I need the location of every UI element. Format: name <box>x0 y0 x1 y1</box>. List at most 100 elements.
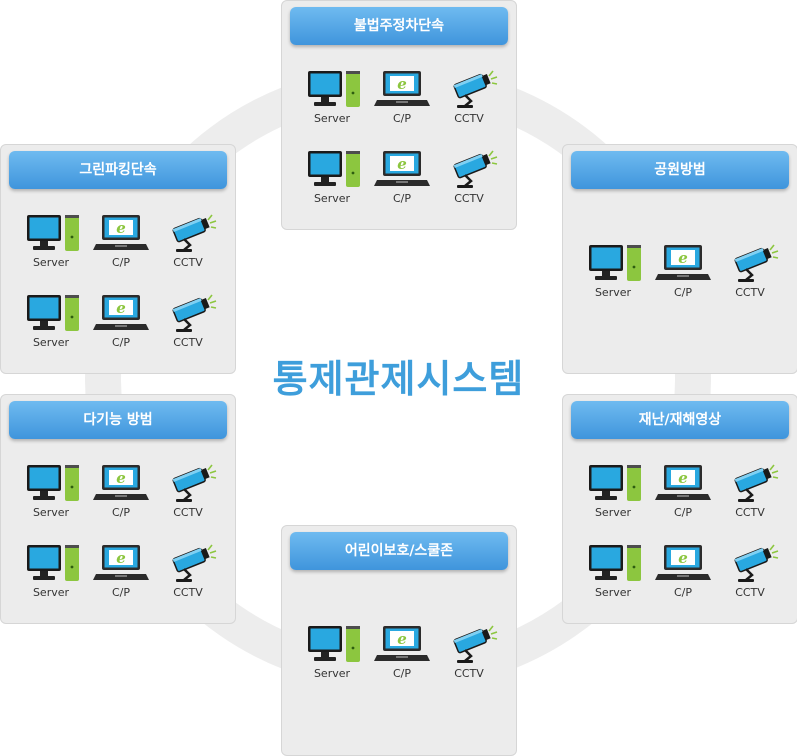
svg-text:e: e <box>116 299 126 317</box>
center-title: 통제관제시스템 <box>272 357 525 401</box>
cctv-camera-icon <box>154 213 222 253</box>
cctv-label: CCTV <box>454 192 484 205</box>
server-label: Server <box>32 336 70 349</box>
cp-label: C/P <box>392 667 412 680</box>
server-device: Server <box>17 293 85 349</box>
svg-text:e: e <box>116 549 126 567</box>
cctv-camera-icon <box>154 463 222 503</box>
server-device: Server <box>298 624 366 680</box>
server-device: Server <box>579 463 647 519</box>
cp-label: C/P <box>392 192 412 205</box>
laptop-icon: e <box>368 69 436 109</box>
cctv-device: CCTV <box>154 463 222 519</box>
cctv-device: CCTV <box>716 463 784 519</box>
svg-text:e: e <box>678 549 688 567</box>
server-device: Server <box>579 543 647 599</box>
svg-text:e: e <box>678 469 688 487</box>
cctv-camera-icon <box>154 293 222 333</box>
server-icon <box>298 69 366 109</box>
cctv-label: CCTV <box>173 506 203 519</box>
server-icon <box>579 543 647 583</box>
server-label: Server <box>32 506 70 519</box>
cctv-device: CCTV <box>154 293 222 349</box>
cctv-label: CCTV <box>173 256 203 269</box>
server-icon <box>579 463 647 503</box>
cp-label: C/P <box>673 586 693 599</box>
laptop-icon: e <box>368 624 436 664</box>
server-label: Server <box>594 506 632 519</box>
cctv-label: CCTV <box>454 667 484 680</box>
cctv-label: CCTV <box>454 112 484 125</box>
panel-title: 공원방범 <box>571 151 789 189</box>
cp-label: C/P <box>673 286 693 299</box>
cctv-label: CCTV <box>173 586 203 599</box>
svg-text:e: e <box>397 75 407 93</box>
server-icon <box>17 293 85 333</box>
svg-text:e: e <box>116 219 126 237</box>
server-icon <box>17 543 85 583</box>
server-device: Server <box>17 543 85 599</box>
cp-label: C/P <box>111 336 131 349</box>
server-icon <box>17 213 85 253</box>
cctv-camera-icon <box>435 69 503 109</box>
cctv-camera-icon <box>435 149 503 189</box>
server-device: Server <box>298 69 366 125</box>
cctv-camera-icon <box>716 463 784 503</box>
laptop-icon: e <box>368 149 436 189</box>
cctv-camera-icon <box>435 624 503 664</box>
cctv-label: CCTV <box>735 506 765 519</box>
server-label: Server <box>32 256 70 269</box>
svg-text:e: e <box>678 249 688 267</box>
server-icon <box>17 463 85 503</box>
panel-title: 다기능 방범 <box>9 401 227 439</box>
cp-label: C/P <box>111 506 131 519</box>
laptop-icon: e <box>649 463 717 503</box>
panel-title: 어린이보호/스쿨존 <box>290 532 508 570</box>
cctv-camera-icon <box>716 543 784 583</box>
cp-label: C/P <box>111 256 131 269</box>
cctv-device: CCTV <box>435 624 503 680</box>
panel-title: 그린파킹단속 <box>9 151 227 189</box>
server-label: Server <box>594 286 632 299</box>
laptop-icon: e <box>87 293 155 333</box>
server-label: Server <box>313 112 351 125</box>
cctv-device: CCTV <box>716 543 784 599</box>
laptop-icon: e <box>87 463 155 503</box>
svg-text:e: e <box>397 630 407 648</box>
server-device: Server <box>579 243 647 299</box>
server-label: Server <box>32 586 70 599</box>
laptop-icon: e <box>649 543 717 583</box>
cp-label: C/P <box>673 506 693 519</box>
svg-text:e: e <box>116 469 126 487</box>
laptop-icon: e <box>87 543 155 583</box>
laptop-icon: e <box>87 213 155 253</box>
server-device: Server <box>298 149 366 205</box>
cctv-device: CCTV <box>154 213 222 269</box>
server-icon <box>579 243 647 283</box>
panel-title: 불법주정차단속 <box>290 7 508 45</box>
cctv-camera-icon <box>154 543 222 583</box>
cctv-device: CCTV <box>435 69 503 125</box>
